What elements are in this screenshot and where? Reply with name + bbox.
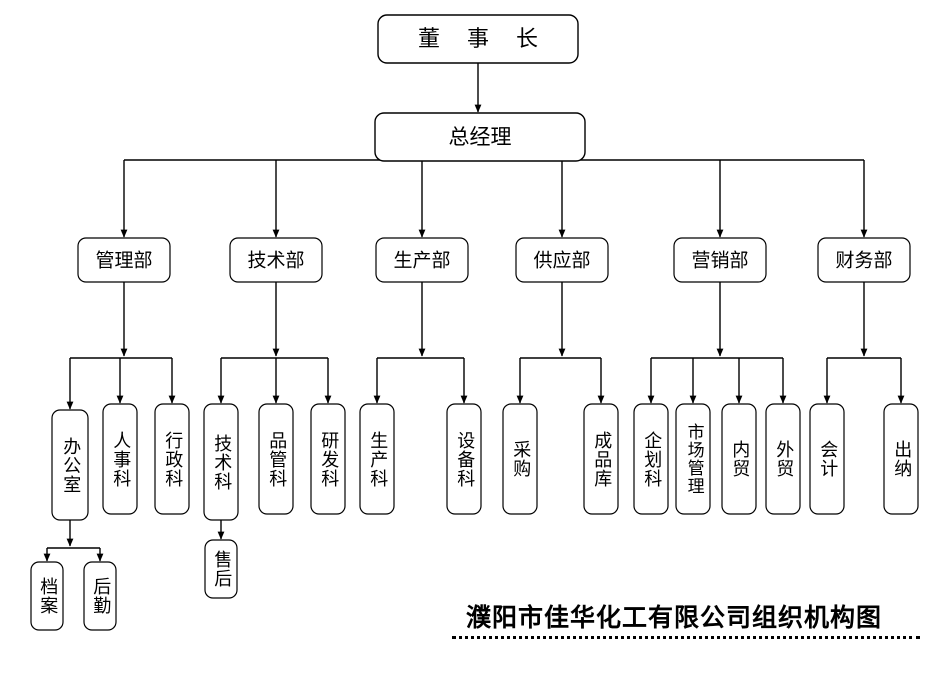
chart-title: 濮阳市佳华化工有限公司组织机构图 bbox=[466, 603, 883, 632]
node-box-出纳[interactable] bbox=[883, 403, 919, 515]
node-box-采购[interactable] bbox=[502, 403, 538, 515]
title-underline bbox=[452, 636, 920, 639]
node-label-营销部: 营销部 bbox=[691, 250, 748, 272]
node-box-layer bbox=[30, 14, 919, 631]
node-label-董事长: 董 事 长 bbox=[418, 27, 548, 52]
node-box-设备科[interactable] bbox=[446, 403, 482, 515]
node-label-生产部: 生产部 bbox=[393, 250, 450, 272]
node-box-管理部[interactable] bbox=[77, 237, 171, 283]
node-box-研发科[interactable] bbox=[310, 403, 346, 515]
node-box-市场管理[interactable] bbox=[675, 403, 711, 515]
node-box-外贸[interactable] bbox=[765, 403, 801, 515]
node-box-人事科[interactable] bbox=[102, 403, 138, 515]
node-box-生产部[interactable] bbox=[375, 237, 469, 283]
node-label-供应部: 供应部 bbox=[533, 250, 590, 272]
node-box-生产科[interactable] bbox=[359, 403, 395, 515]
node-box-营销部[interactable] bbox=[673, 237, 767, 283]
node-box-董事长[interactable] bbox=[377, 14, 579, 64]
node-label-总经理: 总经理 bbox=[449, 125, 512, 149]
node-box-总经理[interactable] bbox=[374, 112, 586, 162]
node-label-管理部: 管理部 bbox=[95, 250, 152, 272]
node-box-企划科[interactable] bbox=[633, 403, 669, 515]
node-box-财务部[interactable] bbox=[817, 237, 911, 283]
node-box-行政科[interactable] bbox=[154, 403, 190, 515]
node-box-办公室[interactable] bbox=[51, 409, 89, 521]
node-box-成品库[interactable] bbox=[583, 403, 619, 515]
node-box-品管科[interactable] bbox=[258, 403, 294, 515]
node-label-财务部: 财务部 bbox=[835, 250, 892, 272]
node-box-技术科[interactable] bbox=[203, 403, 239, 521]
node-label-技术部: 技术部 bbox=[247, 250, 304, 272]
node-box-售后[interactable] bbox=[204, 539, 238, 599]
node-box-后勤[interactable] bbox=[83, 561, 117, 631]
node-box-供应部[interactable] bbox=[515, 237, 609, 283]
node-box-会计[interactable] bbox=[809, 403, 845, 515]
node-box-技术部[interactable] bbox=[229, 237, 323, 283]
connector-layer bbox=[43, 63, 905, 562]
node-box-内贸[interactable] bbox=[721, 403, 757, 515]
node-box-档案[interactable] bbox=[30, 561, 64, 631]
